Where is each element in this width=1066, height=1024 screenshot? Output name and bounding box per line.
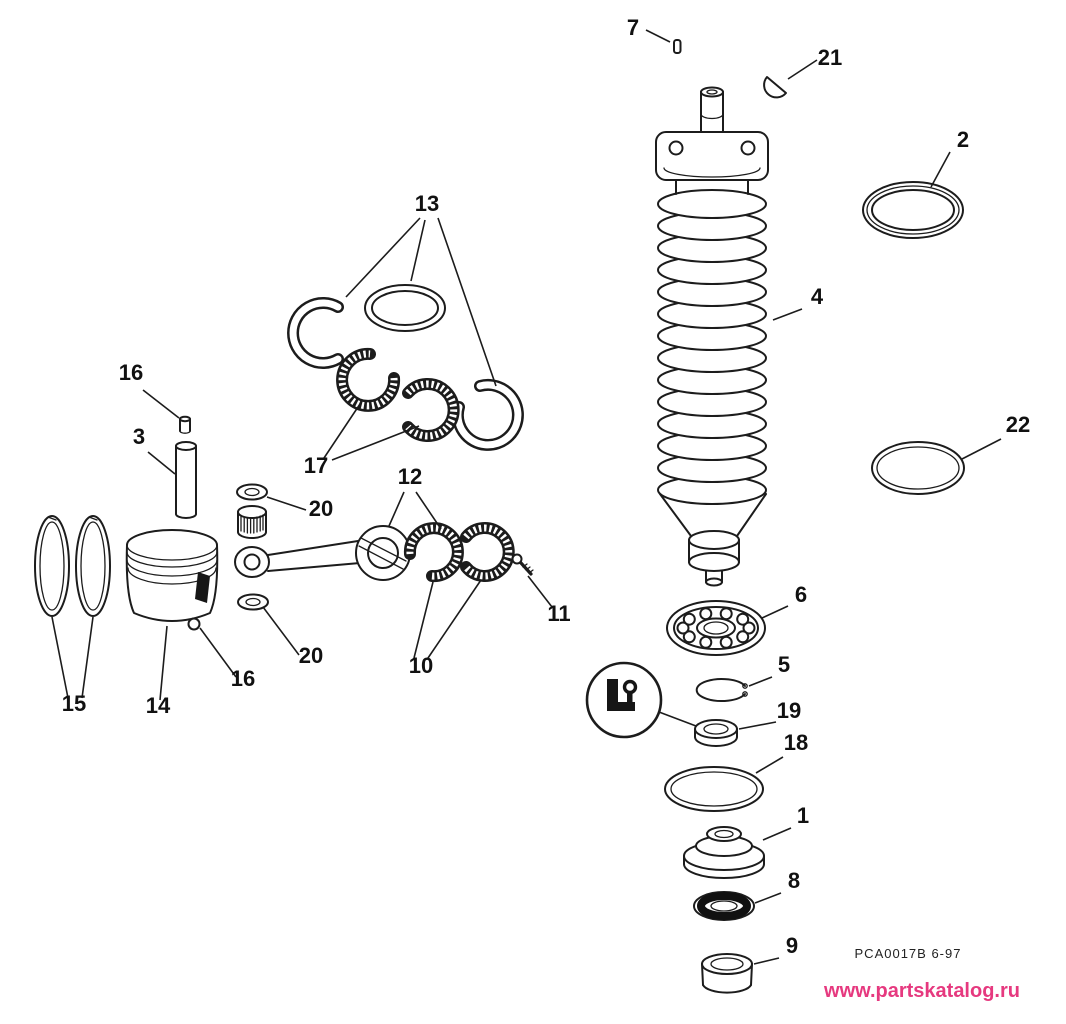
retaining-screw (511, 553, 534, 576)
callout-3-label: 3 (133, 424, 145, 449)
callout-15: 15 (51, 616, 94, 716)
callout-21-label: 21 (818, 45, 842, 70)
callout-20a-label: 20 (309, 496, 333, 521)
ball-bearing (666, 600, 766, 656)
callout-12-label: 12 (398, 464, 422, 489)
callout-16-bottom: 16 (199, 627, 255, 691)
callout-7-label: 7 (627, 15, 639, 40)
callout-15-label: 15 (62, 691, 86, 716)
bushing (694, 719, 738, 747)
thrust-washer-bottom (237, 593, 269, 611)
callout-20-top: 20 (266, 496, 333, 521)
callout-13: 13 (345, 191, 497, 387)
callout-18: 18 (755, 730, 808, 774)
thrust-washer-top (236, 483, 268, 501)
callout-1: 1 (762, 803, 809, 841)
callout-5: 5 (748, 652, 790, 687)
callout-16b-label: 16 (231, 666, 255, 691)
callout-17-label: 17 (304, 453, 328, 478)
o-ring-large (871, 441, 965, 495)
main-bearing-liners (287, 284, 524, 451)
callout-14-label: 14 (146, 693, 171, 718)
callout-2-label: 2 (957, 127, 969, 152)
dowel-pin-top (179, 415, 191, 434)
callout-8-label: 8 (788, 868, 800, 893)
callout-6: 6 (761, 582, 807, 619)
dowel-pin-bottom (187, 617, 201, 631)
crankshaft (655, 86, 769, 587)
rod-bearing-liners (403, 522, 515, 583)
callout-1-label: 1 (797, 803, 809, 828)
callout-16-top: 16 (119, 360, 180, 419)
callout-9: 9 (753, 933, 798, 965)
callout-6-label: 6 (795, 582, 807, 607)
callout-10-label: 10 (409, 653, 433, 678)
callout-22: 22 (961, 412, 1030, 460)
callout-13-label: 13 (415, 191, 439, 216)
callout-11: 11 (527, 575, 571, 626)
callout-20-bottom: 20 (262, 606, 323, 668)
needle-cage-small-end (237, 505, 267, 539)
callout-2: 2 (930, 127, 969, 188)
piston (125, 529, 219, 622)
seal-ring (862, 181, 964, 239)
bearing-cup (701, 953, 753, 994)
callout-17: 17 (304, 403, 420, 478)
callout-8: 8 (754, 868, 800, 904)
needle-bearing-cages (336, 347, 460, 442)
o-ring-small (664, 766, 764, 812)
callout-12: 12 (388, 464, 442, 530)
callout-20b-label: 20 (299, 643, 323, 668)
connecting-rod (234, 525, 416, 581)
piston-rings (34, 515, 111, 617)
callout-16a-label: 16 (119, 360, 143, 385)
woodruff-key (763, 76, 787, 99)
callout-3: 3 (133, 424, 176, 475)
oil-seal (693, 891, 755, 921)
retaining-ring (695, 678, 748, 702)
detail-magnifier (585, 661, 697, 739)
callout-14: 14 (146, 625, 171, 718)
document-code: PCA0017B 6-97 (855, 946, 962, 961)
callouts: 7 21 2 4 22 13 16 3 (51, 15, 1030, 965)
footer: PCA0017B 6-97 www.partskatalog.ru (823, 946, 1020, 1002)
clevis-pin (673, 39, 682, 54)
callout-22-label: 22 (1006, 412, 1030, 437)
callout-5-label: 5 (778, 652, 790, 677)
callout-9-label: 9 (786, 933, 798, 958)
callout-19: 19 (738, 698, 801, 730)
bearing-housing (683, 826, 765, 879)
watermark-url: www.partskatalog.ru (823, 980, 1020, 1002)
callout-19-label: 19 (777, 698, 801, 723)
callout-4: 4 (772, 284, 824, 321)
callout-11-label: 11 (547, 601, 570, 626)
callout-21: 21 (787, 45, 842, 80)
callout-18-label: 18 (784, 730, 808, 755)
callout-10: 10 (409, 579, 482, 678)
piston-pin (175, 441, 197, 519)
callout-7: 7 (627, 15, 671, 43)
callout-4-label: 4 (811, 284, 824, 309)
